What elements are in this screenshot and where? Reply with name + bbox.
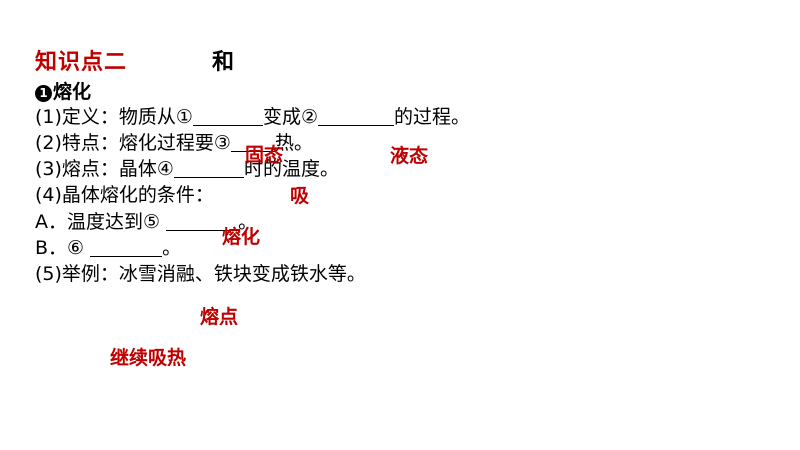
condition-a-text: A．温度达到⑤	[35, 211, 167, 233]
blank-3	[230, 132, 275, 152]
melting-point-line: (3)熔点：晶体④ 时的温度。	[35, 157, 339, 181]
numbered-bullet-icon: 1	[35, 85, 52, 102]
blank-1	[192, 106, 263, 126]
answer-2: 液态	[390, 145, 429, 167]
feature-line: (2)特点：熔化过程要③ 热。	[35, 131, 313, 155]
answer-4: 熔化	[222, 226, 261, 248]
answer-3: 吸	[290, 185, 310, 207]
examples-text: (5)举例：冰雪消融、铁块变成铁水等。	[35, 263, 366, 285]
section-heading-label: 熔化	[53, 81, 92, 103]
definition-line: (1)定义：物质从① 变成② 的过程。	[35, 105, 470, 129]
answer-5: 熔点	[200, 306, 239, 328]
blank-2	[318, 106, 394, 126]
condition-b-end: 。	[162, 237, 182, 259]
melting-point-text-1: (3)熔点：晶体④	[35, 158, 174, 180]
conditions-line: (4)晶体熔化的条件：	[35, 183, 214, 207]
melting-point-text-2: 时的温度。	[243, 158, 339, 180]
condition-b-text: B．⑥	[35, 237, 91, 259]
answer-1: 固态	[245, 144, 284, 166]
answer-6: 继续吸热	[110, 347, 187, 369]
condition-a-end: 。	[238, 211, 258, 233]
definition-text-1: (1)定义：物质从①	[35, 106, 193, 128]
section-title-suffix: 和	[212, 50, 235, 75]
definition-text-2: 变成②	[262, 106, 318, 128]
blank-5	[166, 211, 239, 231]
feature-text-2: 热。	[274, 132, 313, 154]
blank-4	[173, 158, 244, 178]
feature-text-1: (2)特点：熔化过程要③	[35, 132, 231, 154]
examples-line: (5)举例：冰雪消融、铁块变成铁水等。	[35, 262, 366, 286]
condition-a-line: A．温度达到⑤ 。	[35, 210, 257, 234]
conditions-text: (4)晶体熔化的条件：	[35, 184, 214, 206]
section-title: 知识点二	[35, 50, 128, 75]
definition-text-3: 的过程。	[394, 106, 471, 128]
condition-b-line: B．⑥ 。	[35, 236, 181, 260]
blank-6	[90, 237, 163, 257]
